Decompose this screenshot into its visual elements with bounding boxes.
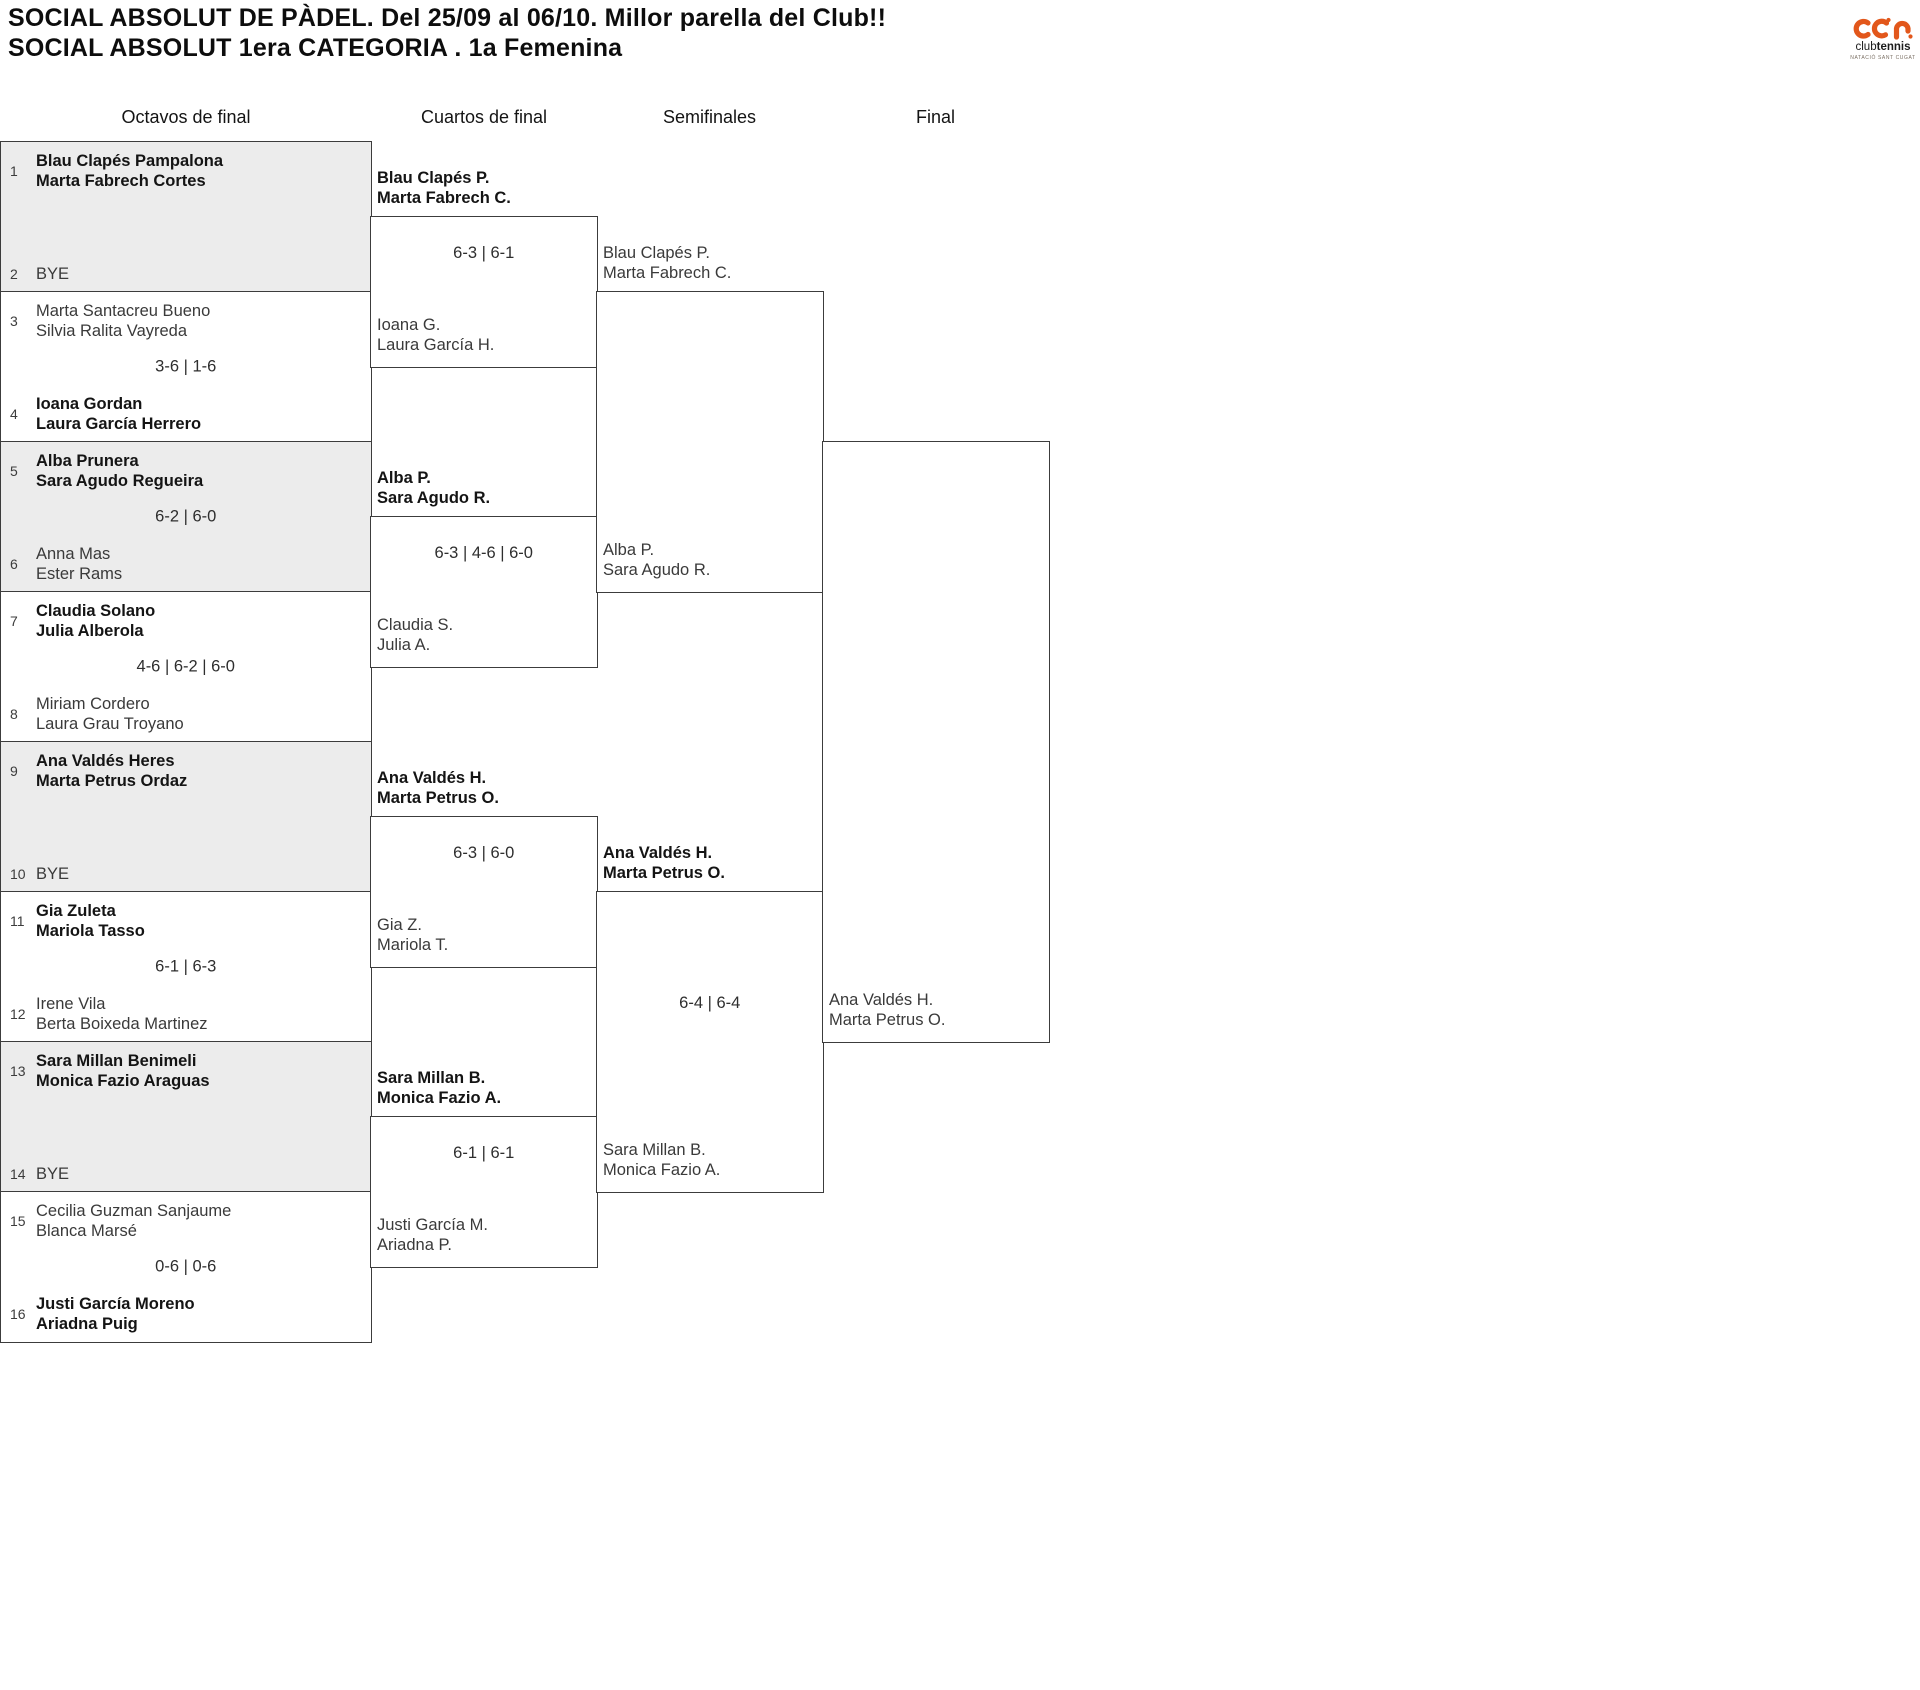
seed-number: 8 bbox=[10, 705, 18, 722]
match-cuartos-4: Sara Millan B.Monica Fazio A. 6-1 | 6-1 … bbox=[370, 1069, 598, 1268]
seed-number: 4 bbox=[10, 405, 18, 422]
seed-number: 5 bbox=[10, 463, 18, 479]
seed-number: 13 bbox=[10, 1063, 26, 1079]
match-score: 6-1 | 6-3 bbox=[155, 957, 217, 976]
seed-number: 16 bbox=[10, 1305, 26, 1322]
match-cuartos-1: Blau Clapés P.Marta Fabrech C. 6-3 | 6-1… bbox=[370, 169, 598, 368]
seed-number: 15 bbox=[10, 1213, 26, 1229]
club-logo: clubtennis NATACIÓ SANT CUGAT bbox=[1849, 16, 1917, 61]
match-score: 6-4 | 6-4 bbox=[679, 994, 741, 1012]
match-score: 6-3 | 4-6 | 6-0 bbox=[434, 544, 533, 562]
match-semifinal-1: Blau Clapés P.Marta Fabrech C. Alba P.Sa… bbox=[596, 244, 824, 593]
team-pair: Alba P.Sara Agudo R. bbox=[377, 469, 491, 507]
match-score: 3-6 | 1-6 bbox=[155, 357, 217, 376]
seed-number: 3 bbox=[10, 313, 18, 329]
seed-number: 2 bbox=[10, 265, 18, 282]
club-logo-subtitle: NATACIÓ SANT CUGAT bbox=[1850, 54, 1916, 61]
seed-number: 9 bbox=[10, 763, 18, 779]
team-pair: Blau Clapés P.Marta Fabrech C. bbox=[377, 169, 511, 207]
team-pair: Justi García M.Ariadna P. bbox=[377, 1215, 488, 1254]
match-score: 6-3 | 6-0 bbox=[453, 844, 515, 862]
ctn-monogram-icon bbox=[1853, 17, 1913, 40]
team-pair: Ioana G.Laura García H. bbox=[377, 315, 495, 354]
seed-number: 14 bbox=[10, 1165, 26, 1182]
team-pair: BYE bbox=[36, 264, 70, 283]
seed-number: 12 bbox=[10, 1005, 26, 1022]
round-header-semifinales: Semifinales bbox=[662, 107, 757, 127]
round-header-cuartos: Cuartos de final bbox=[420, 107, 548, 127]
page-title: SOCIAL ABSOLUT DE PÀDEL. Del 25/09 al 06… bbox=[8, 4, 887, 32]
club-logo-name: clubtennis bbox=[1855, 41, 1911, 53]
seed-number: 11 bbox=[10, 913, 25, 929]
round-header-octavos: Octavos de final bbox=[121, 107, 251, 127]
bracket-slot: 2 BYE bbox=[10, 264, 365, 284]
team-pair: Ana Valdés H.Marta Petrus O. bbox=[603, 844, 725, 882]
bracket-slot: 10 BYE bbox=[10, 864, 365, 884]
team-pair: Sara Millan B.Monica Fazio A. bbox=[377, 1069, 502, 1107]
match-score: 6-3 | 6-1 bbox=[453, 244, 515, 262]
bracket-slot: 14 BYE bbox=[10, 1164, 365, 1184]
team-pair: BYE bbox=[36, 864, 70, 883]
match-cuartos-3: Ana Valdés H.Marta Petrus O. 6-3 | 6-0 G… bbox=[370, 769, 598, 968]
match-final: Ana Valdés H.Marta Petrus O. bbox=[822, 441, 1050, 1043]
team-pair: Ana Valdés H.Marta Petrus O. bbox=[829, 990, 946, 1029]
seed-number: 7 bbox=[10, 613, 18, 629]
match-score: 0-6 | 0-6 bbox=[155, 1257, 217, 1276]
team-pair: Ana Valdés H.Marta Petrus O. bbox=[377, 769, 499, 807]
team-pair: BYE bbox=[36, 1164, 70, 1183]
team-pair: Gia Z.Mariola T. bbox=[377, 915, 449, 954]
team-pair: Alba P.Sara Agudo R. bbox=[603, 540, 711, 579]
match-score: 6-1 | 6-1 bbox=[453, 1144, 515, 1162]
match-cuartos-2: Alba P.Sara Agudo R. 6-3 | 4-6 | 6-0 Cla… bbox=[370, 469, 598, 668]
match-score: 6-2 | 6-0 bbox=[155, 507, 217, 526]
seed-number: 6 bbox=[10, 555, 18, 572]
team-pair: Blau Clapés P.Marta Fabrech C. bbox=[603, 244, 732, 282]
team-pair: Claudia S.Julia A. bbox=[377, 615, 454, 654]
seed-number: 10 bbox=[10, 865, 26, 882]
team-pair: Sara Millan B.Monica Fazio A. bbox=[603, 1140, 721, 1179]
match-semifinal-2: Ana Valdés H.Marta Petrus O. 6-4 | 6-4 S… bbox=[596, 844, 824, 1193]
match-score: 4-6 | 6-2 | 6-0 bbox=[136, 657, 235, 676]
page-subtitle: SOCIAL ABSOLUT 1era CATEGORIA . 1a Femen… bbox=[8, 34, 623, 62]
seed-number: 1 bbox=[10, 163, 18, 179]
round-header-final: Final bbox=[915, 107, 955, 127]
